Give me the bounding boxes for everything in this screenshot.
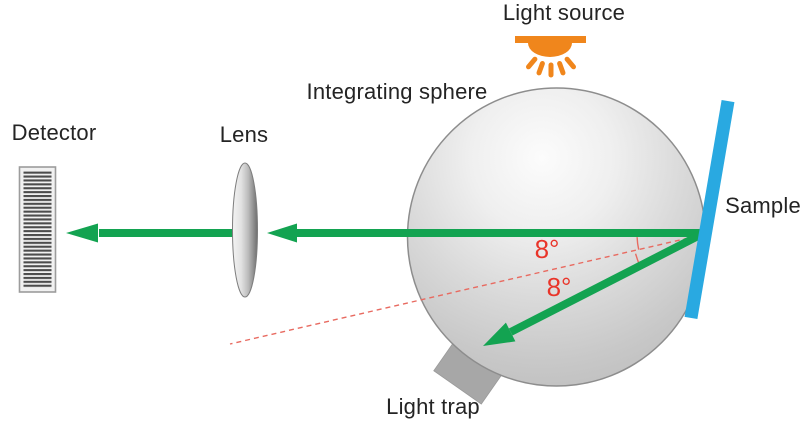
lens-icon bbox=[232, 162, 258, 298]
lamp-rays bbox=[526, 56, 576, 78]
angle-arc-upper bbox=[636, 237, 640, 250]
beam-arrowhead bbox=[483, 322, 516, 346]
beam-arrowhead bbox=[267, 223, 297, 243]
light-source-label: Light source bbox=[502, 0, 626, 25]
normal-dashed-line bbox=[229, 233, 707, 345]
lamp-dome bbox=[528, 43, 572, 57]
lamp-bar bbox=[515, 36, 586, 43]
angle-label-lower: 8° bbox=[546, 272, 572, 302]
beam-shaft bbox=[508, 228, 707, 336]
detector-stripes bbox=[23, 171, 52, 288]
sample-icon bbox=[684, 99, 735, 320]
beam-sample-to-lens bbox=[267, 223, 706, 243]
sample-label: Sample bbox=[725, 193, 800, 218]
light-source-icon bbox=[515, 36, 586, 78]
detector-icon bbox=[18, 166, 57, 293]
integrating-sphere-label: Integrating sphere bbox=[306, 79, 488, 104]
light-trap-label: Light trap bbox=[386, 394, 480, 419]
lens-label: Lens bbox=[219, 122, 269, 147]
beam-arrowhead bbox=[66, 223, 98, 243]
beam-lens-to-detector bbox=[66, 223, 233, 243]
detector-label: Detector bbox=[11, 120, 97, 145]
angle-label-upper: 8° bbox=[534, 234, 560, 264]
beam-sample-to-trap bbox=[483, 228, 707, 346]
